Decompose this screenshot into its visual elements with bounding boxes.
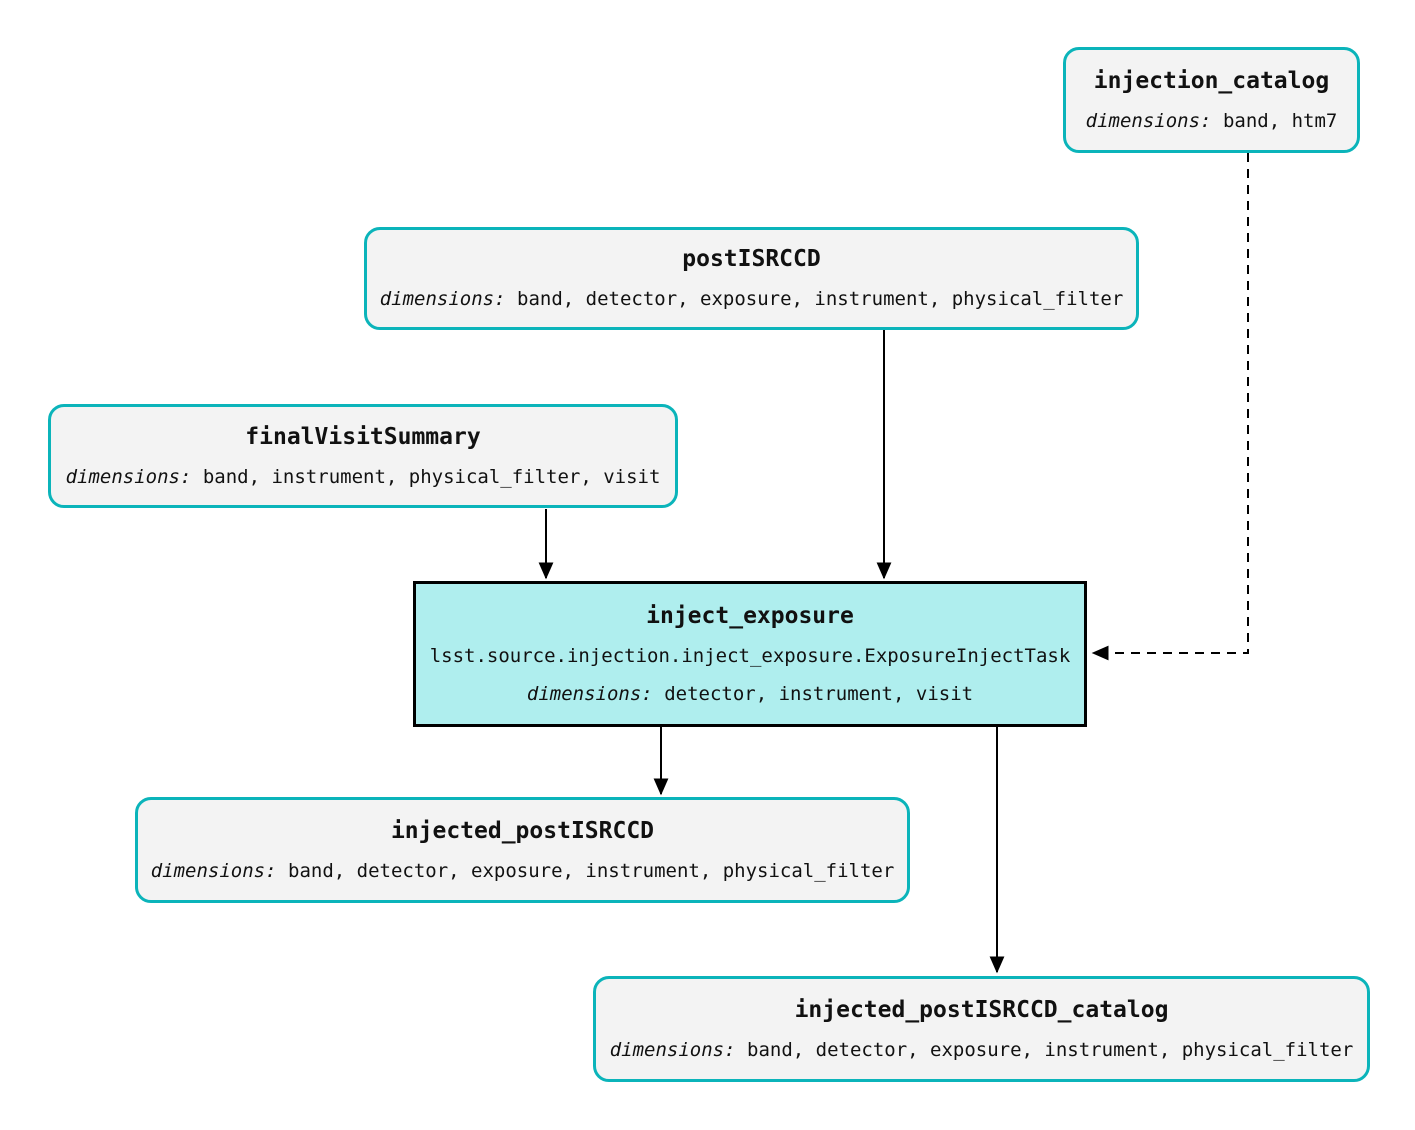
dimensions-value: band, instrument, physical_filter, visit xyxy=(202,465,661,488)
dimensions-value: band, htm7 xyxy=(1222,109,1338,132)
node-postISRCCD: postISRCCD dimensions: band, detector, e… xyxy=(364,227,1139,330)
dimensions-label: dimensions: xyxy=(526,682,653,705)
dimensions-label: dimensions: xyxy=(609,1038,736,1061)
node-title: injected_postISRCCD_catalog xyxy=(794,996,1169,1023)
node-dimensions: dimensions: detector, instrument, visit xyxy=(527,683,973,706)
node-dimensions: dimensions: band, htm7 xyxy=(1086,110,1338,133)
node-finalVisitSummary: finalVisitSummary dimensions: band, inst… xyxy=(48,404,678,508)
dimensions-value: band, detector, exposure, instrument, ph… xyxy=(747,1038,1354,1061)
dimensions-label: dimensions: xyxy=(65,465,192,488)
node-title: injection_catalog xyxy=(1093,67,1330,94)
node-inject-exposure-task: inject_exposure lsst.source.injection.in… xyxy=(413,581,1087,727)
dimensions-value: band, detector, exposure, instrument, ph… xyxy=(288,859,895,882)
node-title: inject_exposure xyxy=(646,602,854,629)
node-dimensions: dimensions: band, detector, exposure, in… xyxy=(610,1039,1354,1062)
node-title: injected_postISRCCD xyxy=(390,817,655,844)
node-dimensions: dimensions: band, detector, exposure, in… xyxy=(380,288,1124,311)
dimensions-value: band, detector, exposure, instrument, ph… xyxy=(517,288,1124,310)
node-dimensions: dimensions: band, detector, exposure, in… xyxy=(151,860,895,883)
node-injected-postISRCCD: injected_postISRCCD dimensions: band, de… xyxy=(135,797,910,903)
node-title: postISRCCD xyxy=(682,246,821,272)
node-title: finalVisitSummary xyxy=(245,423,481,450)
dimensions-label: dimensions: xyxy=(1085,109,1212,132)
task-class: lsst.source.injection.inject_exposure.Ex… xyxy=(429,644,1071,667)
node-injected-postISRCCD-catalog: injected_postISRCCD_catalog dimensions: … xyxy=(593,976,1370,1082)
node-injection-catalog: injection_catalog dimensions: band, htm7 xyxy=(1063,47,1360,153)
dimensions-value: detector, instrument, visit xyxy=(664,682,974,705)
dimensions-label: dimensions: xyxy=(150,859,277,882)
dimensions-label: dimensions: xyxy=(379,288,506,310)
node-dimensions: dimensions: band, instrument, physical_f… xyxy=(66,466,661,489)
